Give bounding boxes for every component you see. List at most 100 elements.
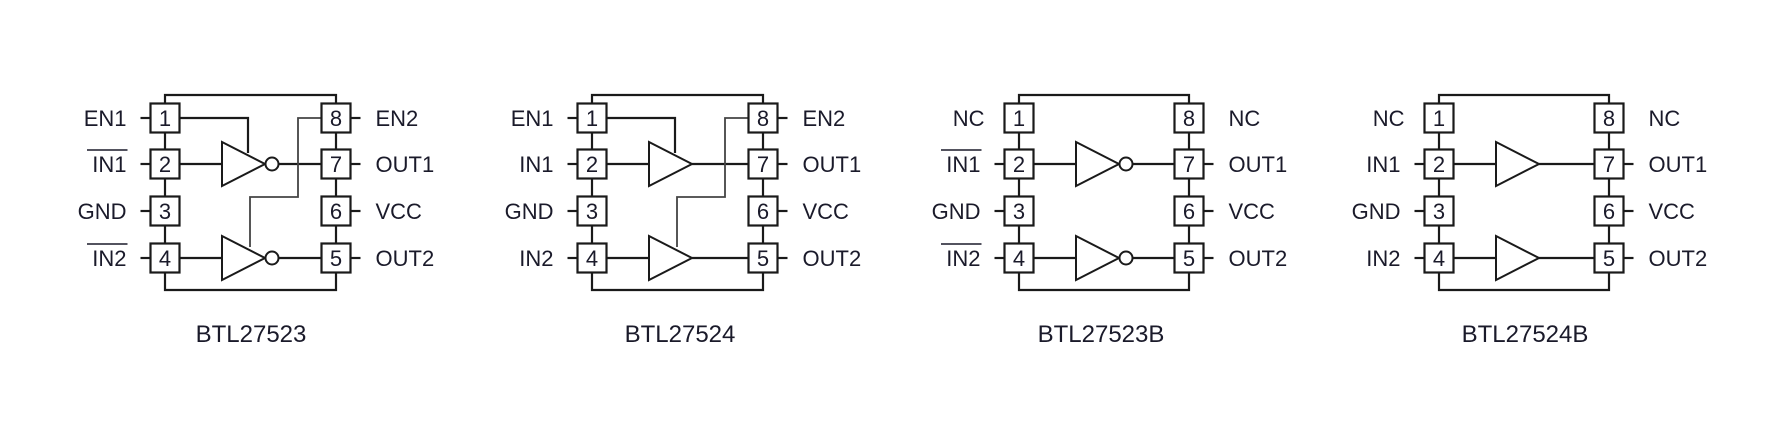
pin-label: OUT2: [1229, 246, 1288, 271]
pin-label: VCC: [803, 199, 850, 224]
pin-number: 8: [1603, 106, 1615, 131]
pin-number: 2: [586, 152, 598, 177]
pin-box: [320, 102, 352, 134]
pin-number: 8: [330, 106, 342, 131]
pin-box: [576, 242, 608, 274]
buffer-triangle: [221, 234, 268, 282]
pin-number: 7: [1183, 152, 1195, 177]
pin-box: [1173, 102, 1205, 134]
buffer-triangle: [648, 140, 695, 188]
part-number-title: BTL27523B: [1038, 321, 1165, 348]
pin-label: IN1: [519, 152, 553, 177]
pin-5: 5 OUT2: [1593, 242, 1708, 274]
pin-box: [1593, 102, 1625, 134]
inversion-bubble: [264, 250, 280, 266]
pin-label: NC: [1229, 106, 1261, 131]
pin-number: 8: [1183, 106, 1195, 131]
pin-1: 1 EN1: [511, 102, 608, 134]
pin-label: IN2: [92, 246, 126, 271]
en1-wire: [606, 116, 677, 153]
pin-label: EN1: [84, 106, 127, 131]
pin-box: [576, 148, 608, 180]
pin-number: 2: [159, 152, 171, 177]
pin-label: IN2: [519, 246, 553, 271]
gate-channel-1-buffer-icon: [606, 140, 749, 188]
pin-1: 1NC: [953, 102, 1035, 134]
pin-label: EN1: [511, 106, 554, 131]
pin-label: IN2: [1366, 246, 1400, 271]
pin-number: 6: [1183, 199, 1195, 224]
pin-number: 1: [1433, 106, 1445, 131]
pin-label: OUT1: [376, 152, 435, 177]
pin-number: 3: [1013, 199, 1025, 224]
part-number-title: BTL27524: [625, 321, 736, 348]
pin-1: 1 EN1: [84, 102, 181, 134]
gate-channel-1-buffer-icon: [1453, 140, 1595, 188]
pin-box: [1003, 102, 1035, 134]
pin-box: [1003, 195, 1035, 227]
pin-number: 4: [1013, 246, 1025, 271]
pin-number: 5: [1603, 246, 1615, 271]
inversion-bubble: [264, 156, 280, 172]
pin-number: 3: [586, 199, 598, 224]
part-number-title: BTL27523: [196, 321, 307, 348]
pin-label: GND: [1352, 199, 1401, 224]
package-outline-bottom: [1437, 258, 1611, 292]
pin-8: 8 EN2: [320, 102, 419, 134]
pin-number: 1: [1013, 106, 1025, 131]
gate-channel-1-inverter-icon: [179, 140, 322, 188]
pin-box: [747, 102, 779, 134]
pin-number: 1: [159, 106, 171, 131]
pin-box: [747, 148, 779, 180]
package-outline-bottom: [590, 258, 765, 292]
pin-number: 5: [1183, 246, 1195, 271]
pin-label: OUT2: [1649, 246, 1708, 271]
gate-channel-2-buffer-icon: [606, 234, 749, 282]
pin-box: [320, 242, 352, 274]
pin-number: 6: [1603, 199, 1615, 224]
pin-number: 1: [586, 106, 598, 131]
pin-4: 4 IN2: [1366, 242, 1455, 274]
en2-wire: [676, 117, 749, 247]
buffer-triangle: [648, 234, 695, 282]
pin-box: [320, 195, 352, 227]
pin-number: 8: [757, 106, 769, 131]
pin-number: 7: [330, 152, 342, 177]
pin-number: 3: [159, 199, 171, 224]
pin-box: [576, 102, 608, 134]
part-number-title: BTL27524B: [1462, 321, 1589, 348]
package-outline-top: [163, 93, 338, 118]
pin-label: EN2: [376, 106, 419, 131]
pin-number: 2: [1013, 152, 1025, 177]
pin-label: OUT2: [803, 246, 862, 271]
pin-label: OUT1: [1649, 152, 1708, 177]
buffer-triangle: [221, 140, 268, 188]
package-outline-top: [590, 93, 765, 118]
pin-box: [1593, 242, 1625, 274]
pin-label: OUT2: [376, 246, 435, 271]
pin-box: [1423, 195, 1455, 227]
pin-box: [1003, 148, 1035, 180]
en2-wire: [249, 117, 322, 247]
pin-8: 8 NC: [1173, 102, 1261, 134]
package-outline-top: [1437, 93, 1611, 118]
pin-label: IN2: [946, 246, 980, 271]
pin-label: GND: [78, 199, 127, 224]
pin-box: [1593, 195, 1625, 227]
pin-number: 4: [1433, 246, 1445, 271]
